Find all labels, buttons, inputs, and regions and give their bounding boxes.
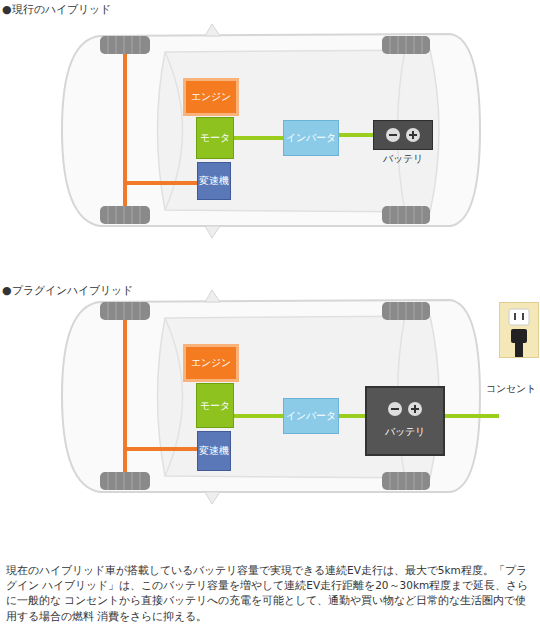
- wall-outlet: [499, 302, 539, 358]
- battery-node: バッテリ: [365, 386, 445, 456]
- connector-line: [234, 136, 283, 140]
- section-heading: ●現行のハイブリッド: [2, 2, 111, 17]
- node-label: 変速機: [199, 175, 229, 187]
- node-label: バッテリ: [385, 426, 425, 438]
- node-label: 変速機: [199, 445, 229, 457]
- motor-box: モータ: [196, 383, 234, 428]
- battery-case: [373, 120, 433, 150]
- engine-box: エンジン: [183, 78, 239, 116]
- node-label: エンジン: [191, 91, 231, 103]
- battery-terminals: [370, 396, 440, 422]
- node-label: コンセント: [486, 383, 536, 395]
- node-label: インバータ: [286, 132, 336, 144]
- outlet-node: コンセント: [483, 302, 539, 396]
- node-label: エンジン: [191, 357, 231, 369]
- outlet-plug: [500, 303, 538, 357]
- connector-line: [234, 414, 283, 418]
- node-label: モータ: [200, 400, 230, 412]
- node-label: バッテリ: [383, 153, 423, 165]
- engine-box: エンジン: [183, 344, 239, 382]
- connector-line: [339, 133, 373, 137]
- trans-box: 変速機: [197, 431, 231, 471]
- inv-box: インバータ: [283, 120, 339, 156]
- node-label: モータ: [200, 132, 230, 144]
- inv-box: インバータ: [283, 398, 339, 434]
- battery-node: バッテリ: [368, 120, 438, 168]
- trans-box: 変速機: [197, 162, 231, 200]
- caption-text: 現在のハイブリッド車が搭載しているバッテリ容量で実現できる連続EV走行は、最大で…: [6, 563, 534, 624]
- section-heading: ●プラグインハイブリッド: [2, 283, 133, 298]
- node-label: インバータ: [286, 410, 336, 422]
- battery-terminals: [374, 121, 432, 149]
- motor-box: モータ: [196, 117, 234, 159]
